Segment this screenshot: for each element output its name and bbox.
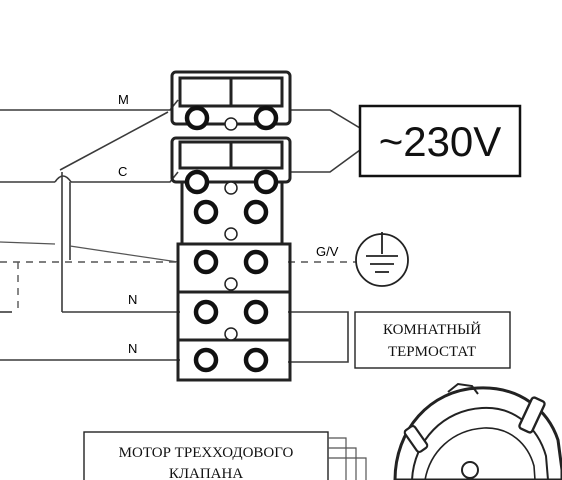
wire-n2 (0, 311, 180, 361)
voltage-box: ~230V (358, 104, 522, 178)
thermostat-label-line2: ТЕРМОСТАТ (388, 344, 476, 360)
thermostat-box: КОМНАТНЫЙ ТЕРМОСТАТ (354, 311, 511, 369)
wire-label-m: M (118, 92, 129, 107)
wire-m (0, 99, 179, 171)
motor-label-box: МОТОР ТРЕХХОДОВОГО КЛАПАНА (83, 431, 329, 480)
wire-to-230v (290, 109, 361, 173)
motor-label-line1: МОТОР ТРЕХХОДОВОГО (119, 445, 294, 461)
terminal-screws (184, 105, 279, 373)
wire-label-gv: G/V (316, 244, 339, 259)
wire-c (0, 171, 179, 183)
voltage-label: ~230V (379, 118, 502, 165)
wire-thermostat (288, 311, 349, 363)
wire-vertical-left (61, 172, 71, 312)
valve-motor-icon (328, 382, 562, 480)
ground-icon (355, 232, 409, 287)
wire-label-n2: N (128, 341, 137, 356)
motor-label-line2: КЛАПАНА (169, 466, 244, 480)
thermostat-label-line1: КОМНАТНЫЙ (383, 321, 481, 338)
wire-label-c: C (118, 164, 127, 179)
wire-label-n1: N (128, 292, 137, 307)
wire-switch (0, 241, 180, 312)
